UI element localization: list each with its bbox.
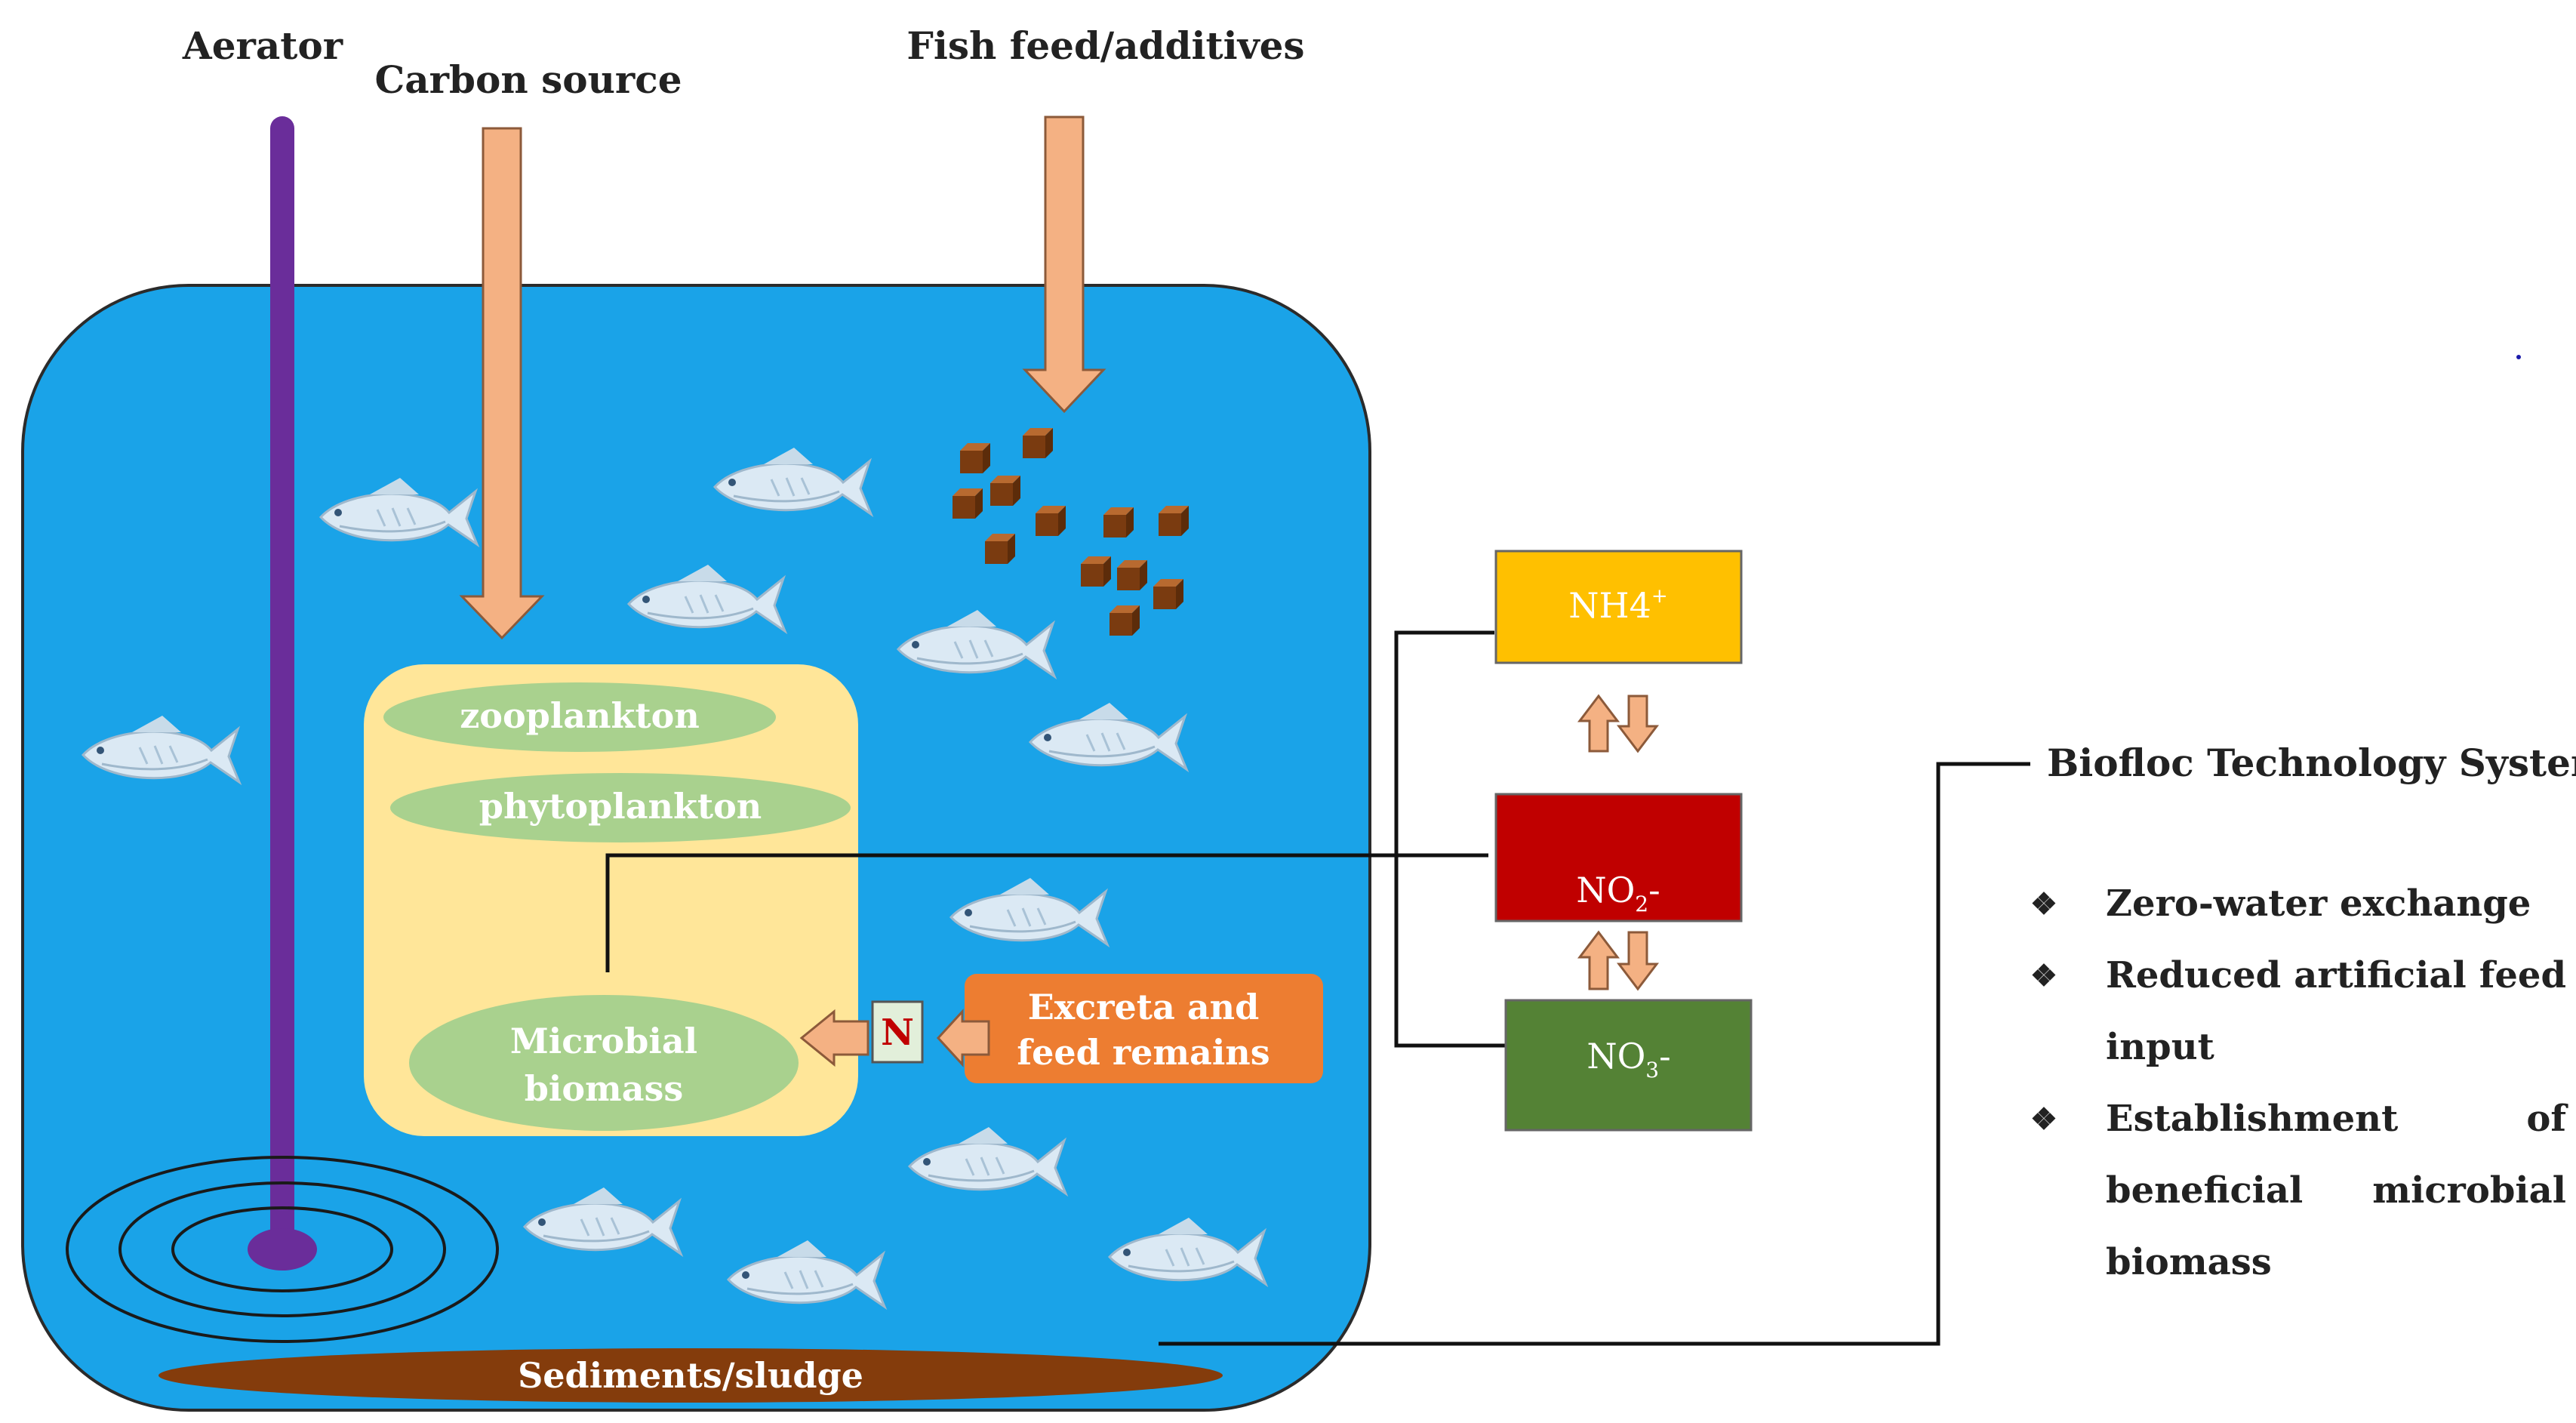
- microbial-biomass-label-1: Microbial: [510, 1021, 697, 1061]
- bullet-icon: ❖: [2030, 886, 2057, 922]
- sediments-label: Sediments/sludge: [518, 1355, 863, 1396]
- no3-box: [1504, 999, 1753, 1132]
- bullet-icon: ❖: [2030, 1101, 2057, 1137]
- up-arrow-1: [1577, 694, 1620, 753]
- sediment-layer: [158, 1348, 1223, 1403]
- list-item: ❖ Establishment of beneficial microbial b…: [2030, 1083, 2566, 1298]
- nh4-label: NH4+: [1568, 585, 1667, 626]
- down-arrow-2: [1616, 931, 1660, 991]
- phytoplankton-label: phytoplankton: [479, 786, 762, 827]
- zooplankton-label: zooplankton: [460, 695, 700, 736]
- system-title: Biofloc Technology System: [2047, 741, 2576, 785]
- fish-feed-arrow: [1022, 116, 1106, 414]
- feature-text: Reduced artificial feed input: [2106, 954, 2566, 1068]
- feature-text: Establishment of beneficial microbial bi…: [2106, 1098, 2566, 1283]
- aerator-label: Aerator: [182, 23, 343, 68]
- carbon-source-label: Carbon source: [374, 57, 682, 102]
- feature-text: Zero-water exchange: [2106, 882, 2531, 925]
- fish-feed-label: Fish feed/additives: [906, 23, 1304, 68]
- aeration-rings: [66, 1156, 499, 1343]
- n-to-biomass-arrow: [799, 1009, 869, 1067]
- carbon-source-arrow: [459, 127, 545, 640]
- no3-label: NO3-: [1587, 1036, 1670, 1083]
- system-connector: [1159, 762, 2030, 1346]
- up-arrow-2: [1577, 930, 1620, 990]
- nh4-box: [1494, 550, 1743, 664]
- down-arrow-1: [1616, 695, 1660, 753]
- microbial-biomass-ellipse: [409, 995, 799, 1131]
- features-list: ❖ Zero-water exchange ❖ Reduced artificial…: [2030, 868, 2566, 1298]
- excreta-to-n-arrow: [936, 1009, 990, 1067]
- excreta-label-2: feed remains: [1017, 1032, 1270, 1073]
- no2-label: NO2-: [1576, 870, 1660, 916]
- no2-box: [1494, 793, 1743, 922]
- biomass-no2-connector: [605, 853, 1488, 972]
- phytoplankton-ellipse: [390, 773, 851, 842]
- excreta-box: [965, 974, 1323, 1083]
- zooplankton-ellipse: [383, 682, 776, 752]
- stray-dot: [2516, 355, 2521, 359]
- n-box: [871, 1000, 924, 1064]
- nitrogen-bracket: [1394, 630, 1506, 1048]
- list-item: ❖ Reduced artificial feed input: [2030, 940, 2566, 1083]
- microbial-biomass-label-2: biomass: [525, 1068, 684, 1109]
- excreta-label-1: Excreta and: [1028, 987, 1259, 1027]
- n-label: N: [881, 1012, 914, 1054]
- bullet-icon: ❖: [2030, 958, 2057, 993]
- list-item: ❖ Zero-water exchange: [2030, 868, 2566, 940]
- aerator-diffuser: [248, 1228, 317, 1271]
